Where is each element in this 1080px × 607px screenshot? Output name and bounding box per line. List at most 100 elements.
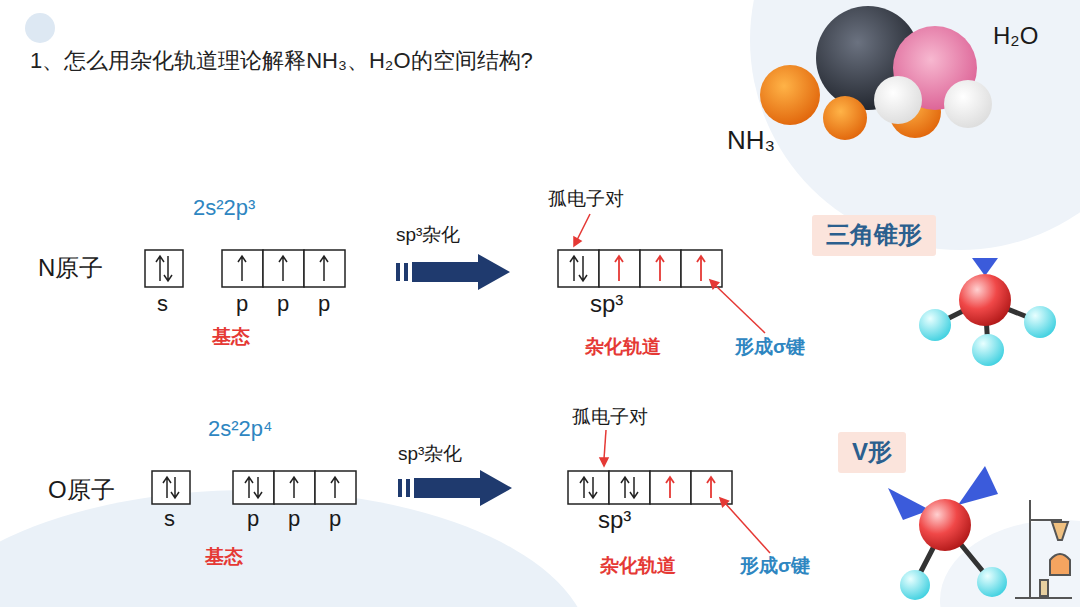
spin-up [580, 477, 588, 498]
spin-up [238, 256, 246, 281]
orbital-label: p [329, 506, 341, 531]
stand-base [1015, 597, 1072, 599]
orbital-box [568, 471, 609, 504]
stand-rod [1029, 500, 1031, 598]
hybrid-label: sp³ [598, 506, 631, 534]
spin-down [579, 256, 587, 281]
orbital-label: p [288, 506, 300, 531]
orbital-box [691, 471, 732, 504]
orbital-box [558, 250, 599, 287]
orbital-box [222, 250, 263, 287]
spin-down [254, 477, 262, 498]
central-atom [919, 499, 971, 551]
hydrogen-sphere [823, 96, 867, 140]
leader-head [710, 280, 719, 289]
molecule-name: NH₃ [727, 126, 775, 156]
orbital-box [650, 471, 691, 504]
arrow-stripe [396, 263, 400, 281]
arrow-stripe [404, 263, 408, 281]
process-label: sp³杂化 [398, 443, 462, 465]
shape-badge: V形 [838, 432, 906, 473]
spin-up [290, 477, 298, 498]
orbital-label: p [236, 291, 248, 316]
hydrogen-sphere [760, 65, 820, 125]
slide-title: 1、怎么用杂化轨道理论解释NH₃、H₂O的空间结构? [30, 48, 533, 73]
spin-up [163, 477, 171, 498]
spin-up [245, 477, 253, 498]
spin-up [697, 256, 705, 281]
spin-up [656, 256, 664, 281]
orbital-box [599, 250, 640, 287]
spin-down [171, 477, 179, 498]
central-atom [959, 274, 1011, 326]
shape-name: V形 [852, 438, 892, 467]
electron-config: 2s²2p⁴ [208, 416, 273, 441]
spin-up [320, 256, 328, 281]
process-arrow [412, 254, 510, 290]
molecule-name: H₂O [993, 22, 1038, 50]
hydrogen-sphere [944, 80, 992, 128]
callout: 孤电子对 [572, 406, 648, 428]
background-blob [750, 0, 1080, 250]
orbital-label: s [164, 506, 175, 531]
orbital-caption: 杂化轨道 [600, 555, 676, 577]
stand-clamp [1030, 519, 1062, 521]
orbital-box [304, 250, 345, 287]
shape-badge: 三角锥形 [812, 215, 936, 256]
atom-label: N原子 [38, 254, 103, 282]
hydrogen-atom [1024, 306, 1056, 338]
orbital-label: p [318, 291, 330, 316]
leader-head [720, 498, 728, 507]
process-arrow [414, 470, 512, 506]
hydrogen-atom [972, 334, 1004, 366]
leader-line [577, 214, 590, 240]
lone-pair-lobe [972, 258, 998, 276]
spin-up [156, 256, 164, 281]
orbital-label: s [157, 291, 168, 316]
hydrogen-atom [977, 567, 1007, 597]
spin-up [615, 256, 623, 281]
hydrogen-atom [900, 570, 930, 600]
leader-head [574, 237, 581, 246]
process-label: sp³杂化 [396, 224, 460, 246]
funnel [1052, 522, 1068, 540]
background-blob [0, 490, 590, 607]
callout: 孤电子对 [548, 188, 624, 210]
orbital-label: p [277, 291, 289, 316]
arrow-stripe [398, 479, 402, 497]
spin-up [666, 477, 674, 498]
orbital-box [274, 471, 315, 504]
orbital-box [233, 471, 274, 504]
orbital-caption: 杂化轨道 [585, 336, 661, 358]
spin-up [707, 477, 715, 498]
leader-line [604, 430, 606, 459]
orbital-box [152, 471, 190, 504]
leader-line [715, 285, 765, 333]
leader-line [725, 503, 770, 553]
bond-caption: 形成σ键 [735, 336, 805, 358]
orbital-box [263, 250, 304, 287]
spin-down [164, 256, 172, 281]
bond-caption: 形成σ键 [740, 555, 810, 577]
hybrid-label: sp³ [590, 290, 623, 318]
spin-down [630, 477, 638, 498]
hydrogen-sphere [874, 76, 922, 124]
hydrogen-atom [919, 309, 951, 341]
spin-up [331, 477, 339, 498]
orbital-box [145, 250, 183, 287]
arrow-stripe [406, 479, 410, 497]
spin-up [279, 256, 287, 281]
background-dot [25, 13, 55, 43]
spin-up [621, 477, 629, 498]
orbital-label: p [247, 506, 259, 531]
orbital-box [609, 471, 650, 504]
spin-up [570, 256, 578, 281]
spin-down [589, 477, 597, 498]
shape-name: 三角锥形 [826, 221, 922, 250]
orbital-box [315, 471, 356, 504]
orbital-box [640, 250, 681, 287]
leader-head [600, 458, 608, 466]
atom-label: O原子 [48, 476, 115, 504]
state-label: 基态 [212, 326, 250, 348]
lone-pair-lobe [958, 466, 998, 505]
